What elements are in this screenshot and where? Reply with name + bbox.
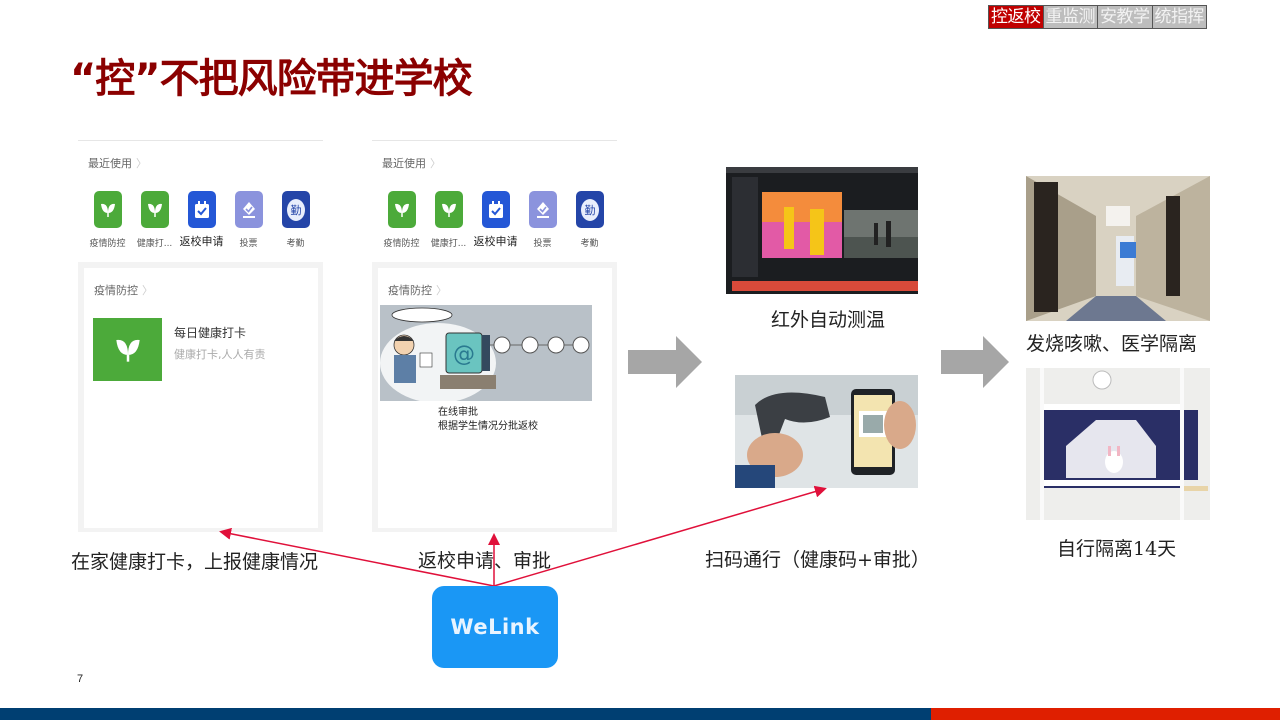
leaf-icon <box>434 191 463 228</box>
calendar-check-icon <box>481 191 510 228</box>
online-approval-cartoon: @ <box>380 305 592 401</box>
chevron-right-icon: 〉 <box>142 284 153 297</box>
svg-text:勤: 勤 <box>584 204 595 217</box>
attendance-icon: 勤 <box>575 191 604 228</box>
app-grid: 疫情防控 健康打... 返校申请 投票 <box>378 191 613 249</box>
section-label: 疫情防控〉 <box>388 284 447 297</box>
app-attendance[interactable]: 勤 考勤 <box>272 191 319 249</box>
infrared-caption: 红外自动测温 <box>771 309 886 331</box>
leaf-icon <box>387 191 416 228</box>
slide-title: “控”不把风险带进学校 <box>70 56 473 102</box>
process-arrow-right-icon <box>941 336 1009 388</box>
daily-checkin-subtitle: 健康打卡,人人有责 <box>174 348 266 361</box>
nav-tab-teaching[interactable]: 安教学 <box>1098 6 1152 28</box>
app-health-checkin[interactable]: 健康打... <box>425 191 472 249</box>
recent-apps-label: 最近使用〉 <box>382 157 441 170</box>
scan-pass-caption: 扫码通行（健康码+审批） <box>705 549 930 571</box>
app-grid: 疫情防控 健康打... 返校申请 投票 <box>84 191 319 249</box>
app-vote[interactable]: 投票 <box>519 191 566 249</box>
recent-apps-section: 最近使用〉 疫情防控 健康打... 返校申请 <box>78 140 323 262</box>
footer-bar-red <box>931 708 1280 720</box>
self-isolation-bunk-photo <box>1026 368 1210 520</box>
svg-text:@: @ <box>453 342 475 367</box>
attendance-icon: 勤 <box>281 191 310 228</box>
svg-text:勤: 勤 <box>290 204 301 217</box>
fever-isolation-caption: 发烧咳嗽、医学隔离 <box>1026 333 1198 355</box>
chevron-right-icon: 〉 <box>136 157 147 170</box>
epidemic-control-section: 疫情防控〉 @ 在线审批 根据学生情况分 <box>378 268 612 528</box>
vote-icon <box>234 191 263 228</box>
app-health-checkin[interactable]: 健康打... <box>131 191 178 249</box>
nav-tab-control-return[interactable]: 控返校 <box>989 6 1043 28</box>
recent-apps-section: 最近使用〉 疫情防控 健康打... 返校申请 <box>372 140 617 262</box>
home-checkin-caption: 在家健康打卡，上报健康情况 <box>71 551 319 573</box>
app-return-apply[interactable]: 返校申请 <box>472 191 519 249</box>
infrared-thermometer-photo <box>726 167 918 294</box>
app-vote[interactable]: 投票 <box>225 191 272 249</box>
app-epidemic-control[interactable]: 疫情防控 <box>378 191 425 249</box>
process-arrow-right-icon <box>628 336 702 388</box>
recent-apps-label: 最近使用〉 <box>88 157 147 170</box>
footer-bar-blue <box>0 708 931 720</box>
section-nav: 控返校 重监测 安教学 统指挥 <box>988 5 1207 29</box>
qr-scan-photo <box>735 375 918 488</box>
medical-isolation-corridor-photo <box>1026 176 1210 321</box>
app-attendance[interactable]: 勤 考勤 <box>566 191 613 249</box>
daily-checkin-card-icon[interactable] <box>93 318 162 381</box>
section-label: 疫情防控〉 <box>94 284 153 297</box>
calendar-check-icon <box>187 191 216 228</box>
return-apply-caption: 返校申请、审批 <box>418 550 552 572</box>
online-approval-caption: 在线审批 根据学生情况分批返校 <box>438 407 538 432</box>
nav-tab-monitoring[interactable]: 重监测 <box>1043 6 1097 28</box>
app-epidemic-control[interactable]: 疫情防控 <box>84 191 131 249</box>
epidemic-control-section: 疫情防控〉 每日健康打卡 健康打卡,人人有责 <box>84 268 318 528</box>
self-isolation-caption: 自行隔离14天 <box>1057 538 1177 560</box>
app-return-apply[interactable]: 返校申请 <box>178 191 225 249</box>
vote-icon <box>528 191 557 228</box>
daily-checkin-title[interactable]: 每日健康打卡 <box>174 326 247 340</box>
welink-app-logo: WeLink <box>432 586 558 668</box>
nav-tab-command[interactable]: 统指挥 <box>1152 6 1206 28</box>
phone-screen-health-checkin: 最近使用〉 疫情防控 健康打... 返校申请 <box>78 140 323 532</box>
chevron-right-icon: 〉 <box>430 157 441 170</box>
leaf-icon <box>140 191 169 228</box>
page-number: 7 <box>77 673 84 685</box>
chevron-right-icon: 〉 <box>436 284 447 297</box>
leaf-icon <box>93 191 122 228</box>
phone-screen-return-apply: 最近使用〉 疫情防控 健康打... 返校申请 <box>372 140 617 532</box>
